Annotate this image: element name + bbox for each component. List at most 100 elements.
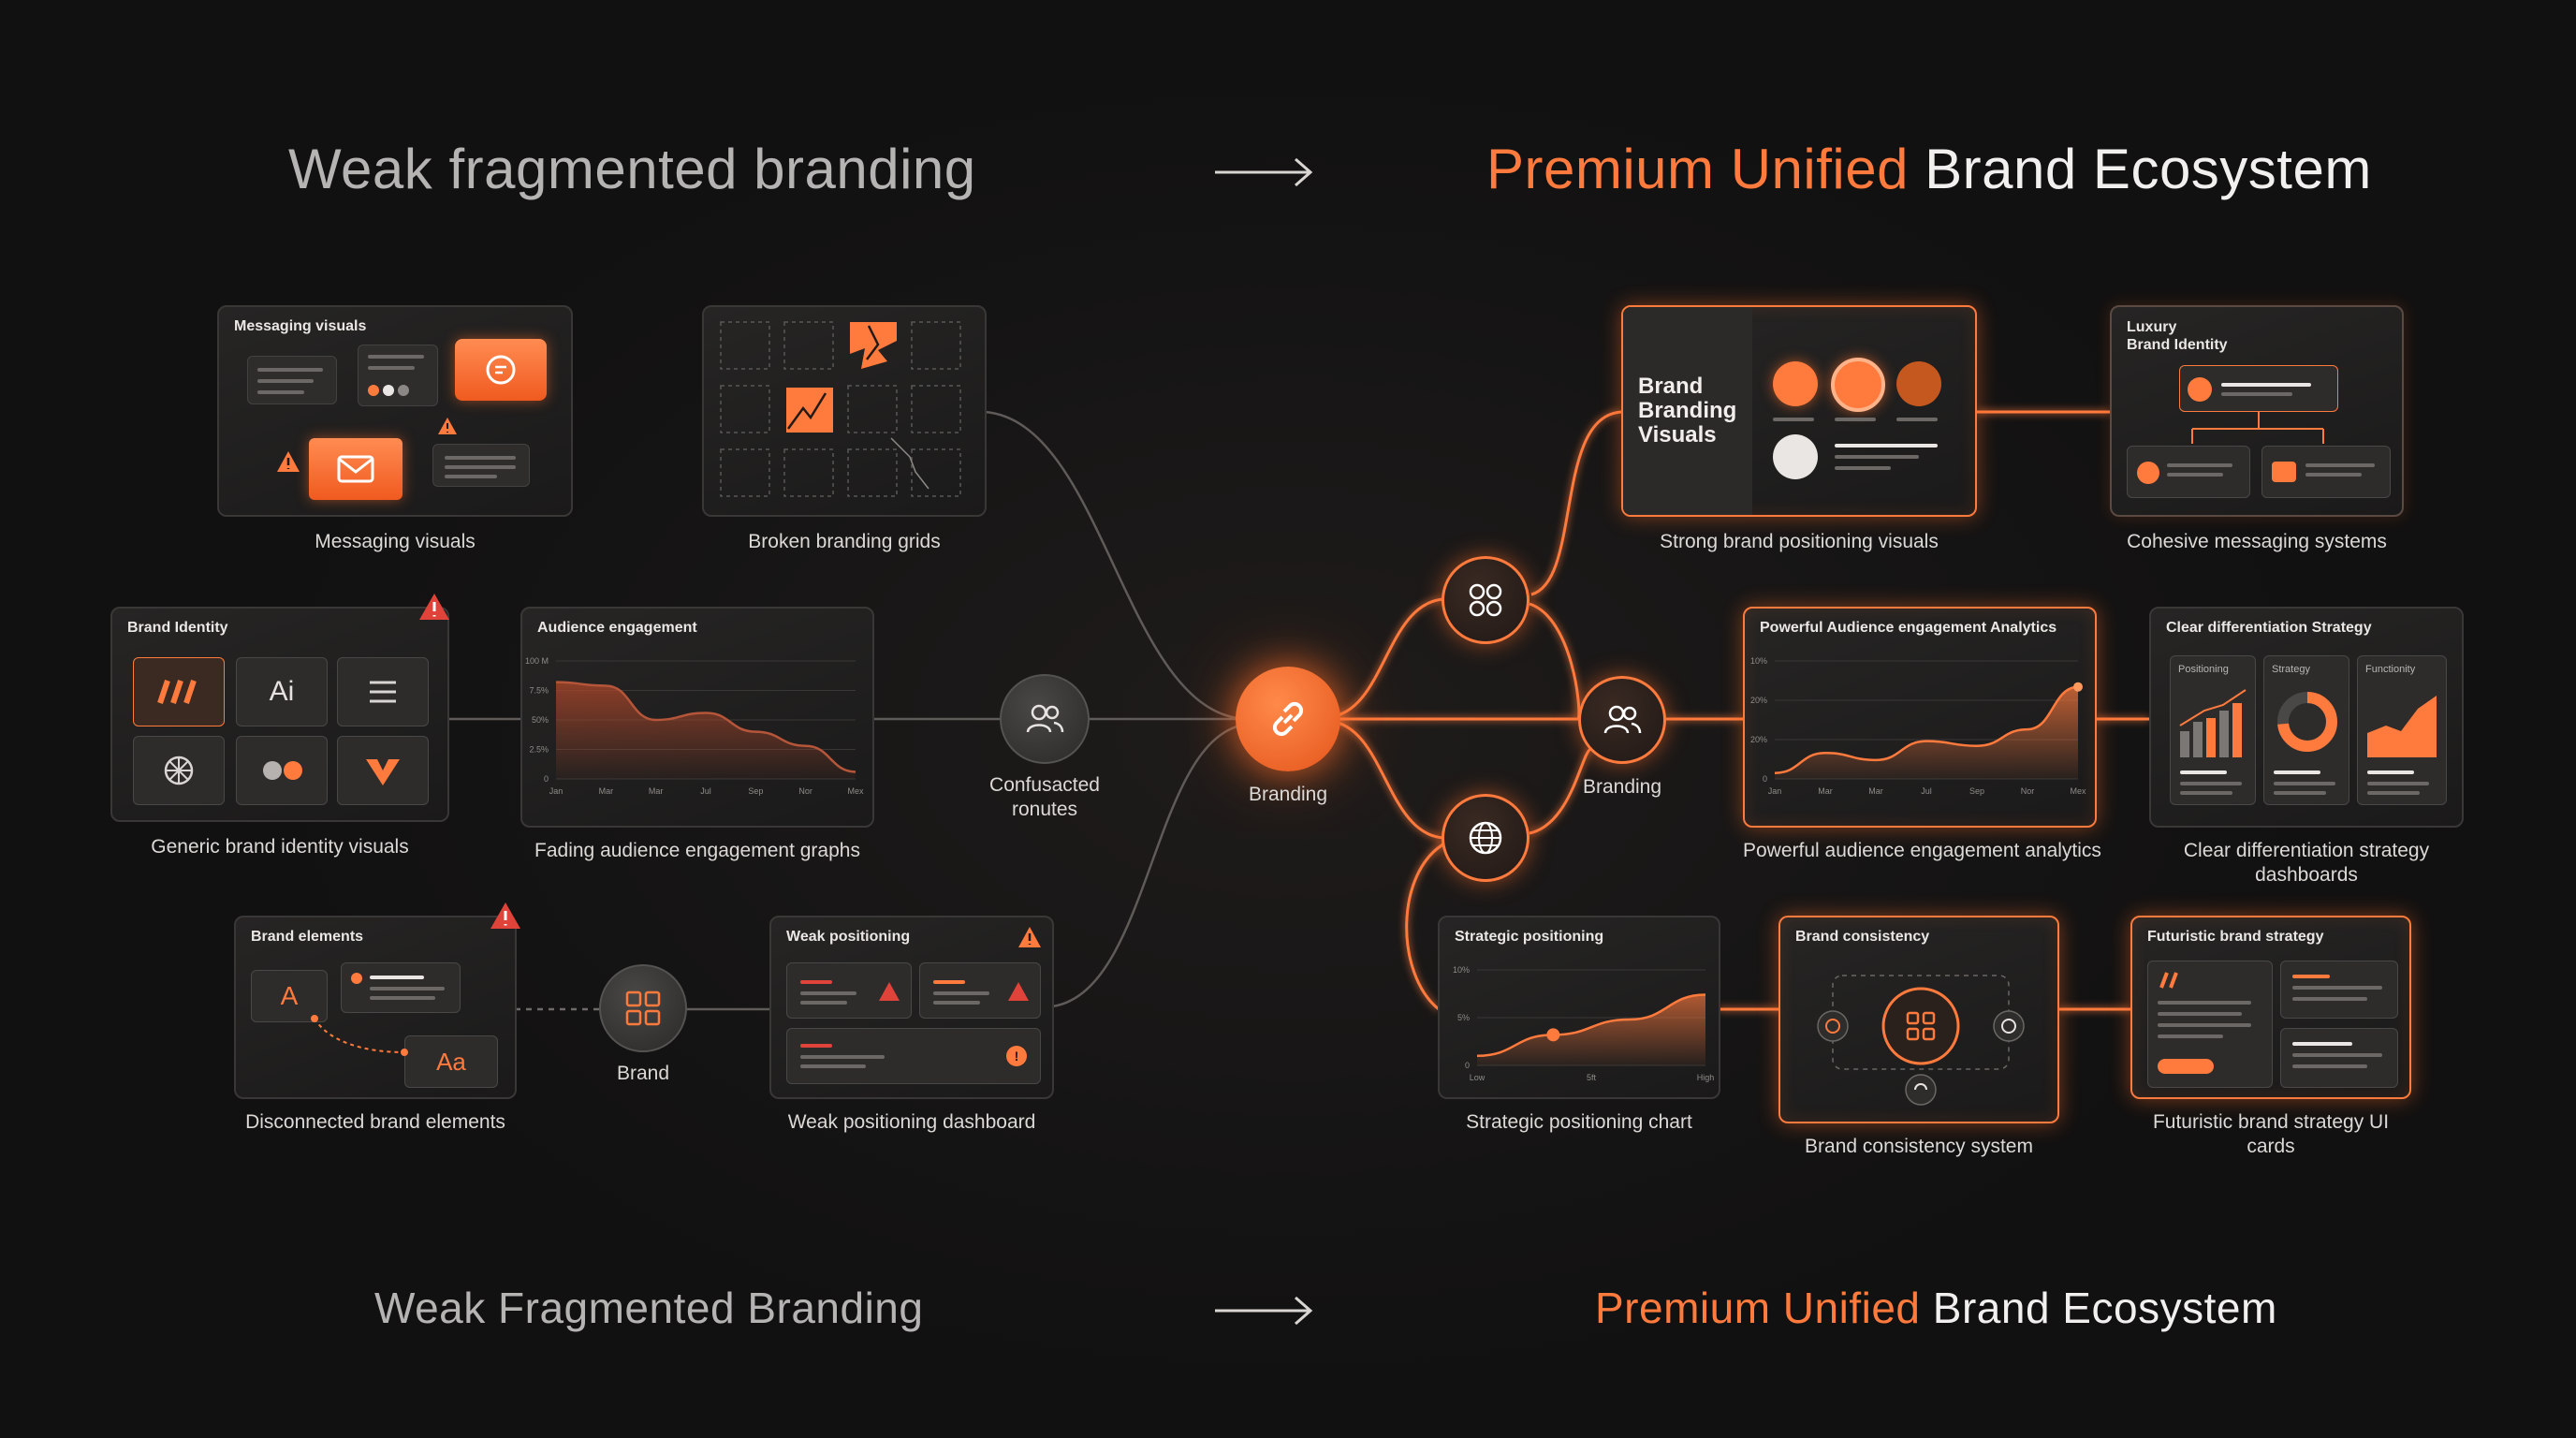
- differentiation-card[interactable]: Clear differentiation Strategy Positioni…: [2149, 607, 2464, 828]
- series-line: [1476, 993, 1706, 1058]
- users-icon: [1603, 705, 1642, 734]
- y-tick-label: 2.5%: [529, 745, 549, 755]
- color-swatch: [1773, 361, 1818, 406]
- x-tick-label: Jan: [549, 786, 564, 796]
- x-tick-label: 5ft: [1587, 1073, 1597, 1082]
- visuals-card-title: Brand Branding Visuals: [1638, 374, 1737, 448]
- users-icon: [1026, 704, 1064, 733]
- x-tick-label: Sep: [1969, 786, 1984, 796]
- message-bubble: [432, 444, 530, 487]
- x-tick-label: Jan: [1768, 786, 1782, 796]
- brand-visuals-card[interactable]: Brand Branding Visuals: [1621, 305, 1977, 517]
- v-logo-icon: [337, 736, 429, 805]
- color-swatch: [1896, 361, 1941, 406]
- diff-panel-positioning: Positioning: [2170, 655, 2256, 805]
- futuristic-strategy-card[interactable]: Futuristic brand strategy: [2130, 916, 2411, 1099]
- grid-apps-icon: [1469, 583, 1502, 617]
- broken-grids-card[interactable]: [702, 305, 987, 517]
- branding-center-node[interactable]: [1236, 667, 1340, 771]
- elements-card-title: Brand elements: [251, 929, 364, 945]
- branding-ring-node[interactable]: [1578, 676, 1666, 764]
- x-tick-label: Mar: [649, 786, 664, 796]
- identity-card-title: Brand Identity: [127, 620, 228, 636]
- connector-node-visuals: [1530, 410, 1622, 596]
- audience-caption: Fading audience engagement graphs: [534, 840, 860, 861]
- broken-grid-graphic: [720, 321, 961, 497]
- cta-pill: [2158, 1059, 2214, 1074]
- consistency-caption: Brand consistency system: [1805, 1136, 2033, 1157]
- luxury-sub-tile: [2261, 446, 2391, 498]
- messaging-card-title: Messaging visuals: [234, 318, 367, 334]
- series-area: [1775, 686, 2078, 779]
- messaging-visuals-card[interactable]: Messaging visuals: [217, 305, 573, 517]
- analytics-card[interactable]: Powerful Audience engagement Analytics 1…: [1743, 607, 2097, 828]
- connector-positioning-branding: [1051, 723, 1246, 1008]
- header-right-title: Premium Unified Brand Ecosystem: [1486, 137, 2372, 201]
- series-area: [1477, 994, 1705, 1065]
- y-tick-label: 0: [544, 774, 549, 784]
- futuristic-sub-tile: [2280, 961, 2398, 1019]
- diff-panel-label: Positioning: [2178, 664, 2229, 675]
- diff-panel-label: Strategy: [2272, 664, 2310, 675]
- brand-elements-card[interactable]: Brand elements A Aa: [234, 916, 517, 1099]
- dots-logo-icon: [236, 736, 328, 805]
- x-tick-label: Mar: [599, 786, 614, 796]
- header-left-title: Weak fragmented branding: [288, 138, 976, 200]
- luxury-identity-card[interactable]: Luxury Brand Identity: [2110, 305, 2404, 517]
- brand-node[interactable]: [599, 964, 687, 1052]
- chat-icon: [455, 339, 547, 401]
- message-bubble: [358, 345, 438, 406]
- audience-card-title: Audience engagement: [537, 620, 697, 636]
- series-line: [1774, 685, 2079, 774]
- series-area: [556, 682, 856, 779]
- x-tick-label: Mar: [1868, 786, 1883, 796]
- grid-apps-icon: [625, 990, 661, 1026]
- x-tick-label: Jul: [1921, 786, 1932, 796]
- color-swatch: [1773, 434, 1818, 479]
- x-tick-label: Nor: [2021, 786, 2035, 796]
- analytics-card-title: Powerful Audience engagement Analytics: [1760, 620, 2057, 636]
- y-tick-label: 5%: [1457, 1013, 1470, 1022]
- x-tick-label: Mex: [2070, 786, 2086, 796]
- warning-icon: [419, 594, 449, 620]
- connector-grids-branding: [984, 410, 1246, 721]
- confused-node-label: Confusacted ronutes: [989, 774, 1100, 820]
- warning-icon: [879, 982, 900, 1001]
- futuristic-sub-tile: [2280, 1028, 2398, 1088]
- x-tick-label: Sep: [748, 786, 763, 796]
- series-line: [555, 681, 856, 773]
- luxury-main-tile: [2179, 365, 2338, 412]
- y-tick-label: 100 M: [525, 656, 549, 666]
- confused-routes-node[interactable]: [1000, 674, 1090, 764]
- strategic-card-title: Strategic positioning: [1455, 929, 1604, 945]
- differentiation-caption: Clear differentiation strategy dashboard…: [2183, 840, 2430, 886]
- footer-right-title: Premium Unified Brand Ecosystem: [1595, 1283, 2277, 1333]
- color-swatch: [1831, 358, 1885, 412]
- positioning-caption: Weak positioning dashboard: [787, 1111, 1036, 1133]
- brand-identity-card[interactable]: Brand Identity Ai: [110, 607, 449, 822]
- letter-a-tile: A: [251, 970, 328, 1022]
- weak-positioning-card[interactable]: Weak positioning !: [769, 916, 1054, 1099]
- positioning-row: [919, 962, 1041, 1019]
- menu-lines-icon: [337, 657, 429, 726]
- slash-logo-icon: [133, 657, 225, 726]
- connector-branding-bottom-node: [1328, 719, 1444, 840]
- link-icon: [1272, 701, 1304, 737]
- grids-caption: Broken branding grids: [748, 531, 941, 552]
- connector-node-strategic: [1405, 841, 1447, 1011]
- globe-ring-node[interactable]: [1442, 794, 1530, 882]
- positioning-card-title: Weak positioning: [786, 929, 911, 945]
- apps-ring-node[interactable]: [1442, 556, 1530, 644]
- footer-right-rest: Brand Ecosystem: [1932, 1284, 2277, 1332]
- differentiation-card-title: Clear differentiation Strategy: [2166, 620, 2372, 636]
- futuristic-card-title: Futuristic brand strategy: [2147, 929, 2324, 945]
- luxury-card-title: Luxury Brand Identity: [2127, 319, 2228, 353]
- visuals-caption: Strong brand positioning visuals: [1660, 531, 1939, 552]
- y-tick-label: 0: [1763, 774, 1767, 784]
- brand-consistency-card[interactable]: Brand consistency: [1778, 916, 2059, 1123]
- x-tick-label: Jul: [700, 786, 711, 796]
